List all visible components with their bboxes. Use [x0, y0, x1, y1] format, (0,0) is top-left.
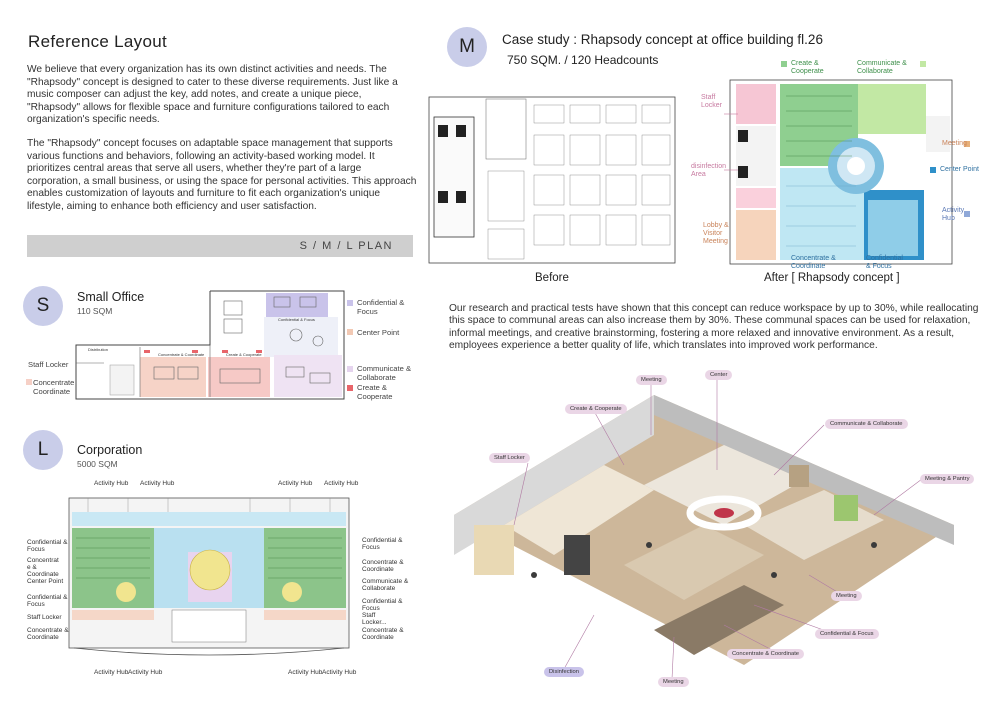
iso-tag-center: Center	[705, 370, 733, 380]
corporation-title: Corporation	[77, 443, 143, 457]
iso-tag-meeting-bottom: Meeting	[658, 677, 689, 687]
iso-tag-meeting-right: Meeting	[831, 591, 862, 601]
top-hub-2: Activity Hub	[140, 480, 175, 487]
large-right-label-6: Concentrate & Coordinate	[362, 627, 404, 641]
case-study-subtitle: 750 SQM. / 120 Headcounts	[507, 53, 659, 67]
small-legend-center: Center Point	[357, 328, 400, 337]
after-label-meeting: Meeting	[942, 140, 967, 147]
plan-bar-label: S / M / L PLAN	[299, 240, 393, 252]
iso-tag-create: Create & Cooperate	[565, 404, 627, 414]
intro-paragraph-1: We believe that every organization has i…	[27, 64, 398, 126]
small-legend-swatch-center	[347, 329, 353, 335]
after-label-concentrate: Concentrate & Coordinate	[791, 255, 836, 270]
small-badge: S	[23, 286, 63, 326]
iso-tag-staff-locker: Staff Locker	[489, 453, 530, 463]
large-right-label-2: Concentrate & Coordinate	[362, 559, 404, 573]
corporation-floorplan	[68, 492, 350, 662]
after-swatch-center	[930, 167, 936, 173]
large-left-label-4: Confidential & Focus	[27, 594, 68, 608]
small-legend-swatch-communicate	[347, 366, 353, 372]
corporation-size: 5000 SQM	[77, 459, 118, 469]
top-hub-4: Activity Hub	[324, 480, 359, 487]
large-left-label-1: Confidential & Focus	[27, 539, 68, 553]
small-office-title: Small Office	[77, 290, 145, 304]
small-office-size: 110 SQM	[77, 306, 113, 316]
after-label-confidential: Confidential & Focus	[866, 255, 903, 270]
large-left-label-2: Concentrat e & Coordinate	[27, 557, 59, 578]
small-legend-swatch-confidential	[347, 300, 353, 306]
case-study-title: Case study : Rhapsody concept at office …	[502, 32, 823, 47]
reference-layout-title: Reference Layout	[28, 32, 167, 51]
bottom-hub-2: Activity Hub	[128, 669, 163, 676]
intro-paragraph-2: The "Rhapsody" concept focuses on adapta…	[27, 138, 417, 212]
bottom-hub-3: Activity Hub	[288, 669, 323, 676]
after-floorplan	[706, 66, 966, 266]
small-office-floorplan: Concentrate & Coordinate Create & Cooper…	[74, 289, 346, 403]
isometric-illustration	[444, 375, 964, 685]
case-study-paragraph: Our research and practical tests have sh…	[449, 303, 979, 352]
after-label-create: Create & Cooperate	[791, 60, 824, 75]
after-swatch-meeting	[964, 141, 970, 147]
large-right-label-4: Confidential & Focus	[362, 598, 403, 612]
iso-tag-disinfection: Disinfection	[544, 667, 584, 677]
plan-bar: S / M / L PLAN	[27, 235, 413, 257]
after-label-communicate: Communicate & Collaborate	[857, 60, 907, 75]
large-right-label-1: Confidential & Focus	[362, 537, 403, 551]
large-left-label-3: Center Point	[27, 578, 64, 585]
small-legend-communicate: Communicate & Collaborate	[357, 364, 412, 382]
small-plan-label-distribution: Distribution	[88, 347, 108, 352]
before-floorplan	[428, 95, 676, 265]
after-caption: After [ Rhapsody concept ]	[764, 272, 900, 284]
after-label-activity: Activity Hub	[942, 207, 965, 222]
top-hub-1: Activity Hub	[94, 480, 129, 487]
small-legend-swatch-create	[347, 385, 353, 391]
after-label-lobby: Lobby & Visitor Meeting	[703, 222, 729, 245]
after-label-disinfection: disinfection Area	[691, 163, 727, 178]
small-plan-label-confidential: Confidential & Focus	[278, 317, 315, 322]
large-right-label-3: Communicate & Collaborate	[362, 578, 409, 592]
top-hub-3: Activity Hub	[278, 480, 313, 487]
after-label-staff-locker: Staff Locker	[701, 94, 723, 109]
large-badge: L	[23, 430, 63, 470]
iso-tag-communicate: Communicate & Collaborate	[825, 419, 908, 429]
small-plan-label-concentrate: Concentrate & Coordinate	[158, 352, 205, 357]
small-concentrate-swatch	[26, 379, 32, 385]
small-legend-confidential: Confidential & Focus	[357, 298, 405, 316]
after-swatch-communicate	[920, 61, 926, 67]
after-swatch-activity	[964, 211, 970, 217]
small-label-staff-locker: Staff Locker	[28, 360, 69, 369]
iso-tag-concentrate: Concentrate & Coordinate	[727, 649, 805, 659]
large-right-label-5: Staff Locker...	[362, 612, 387, 626]
medium-badge: M	[447, 27, 487, 67]
bottom-hub-4: Activity Hub	[322, 669, 357, 676]
iso-tag-pantry: Meeting & Pantry	[920, 474, 975, 484]
small-plan-label-create: Create & Cooperate	[226, 352, 262, 357]
iso-tag-meeting-top: Meeting	[636, 375, 667, 385]
large-left-label-6: Concentrate & Coordinate	[27, 627, 69, 641]
iso-tag-confidential: Confidential & Focus	[815, 629, 879, 639]
after-swatch-create	[781, 61, 787, 67]
bottom-hub-1: Activity Hub	[94, 669, 129, 676]
large-left-label-5: Staff Locker	[27, 614, 62, 621]
before-caption: Before	[535, 272, 569, 284]
after-label-center: Center Point	[940, 166, 979, 173]
small-legend-create: Create & Cooperate	[357, 383, 393, 401]
